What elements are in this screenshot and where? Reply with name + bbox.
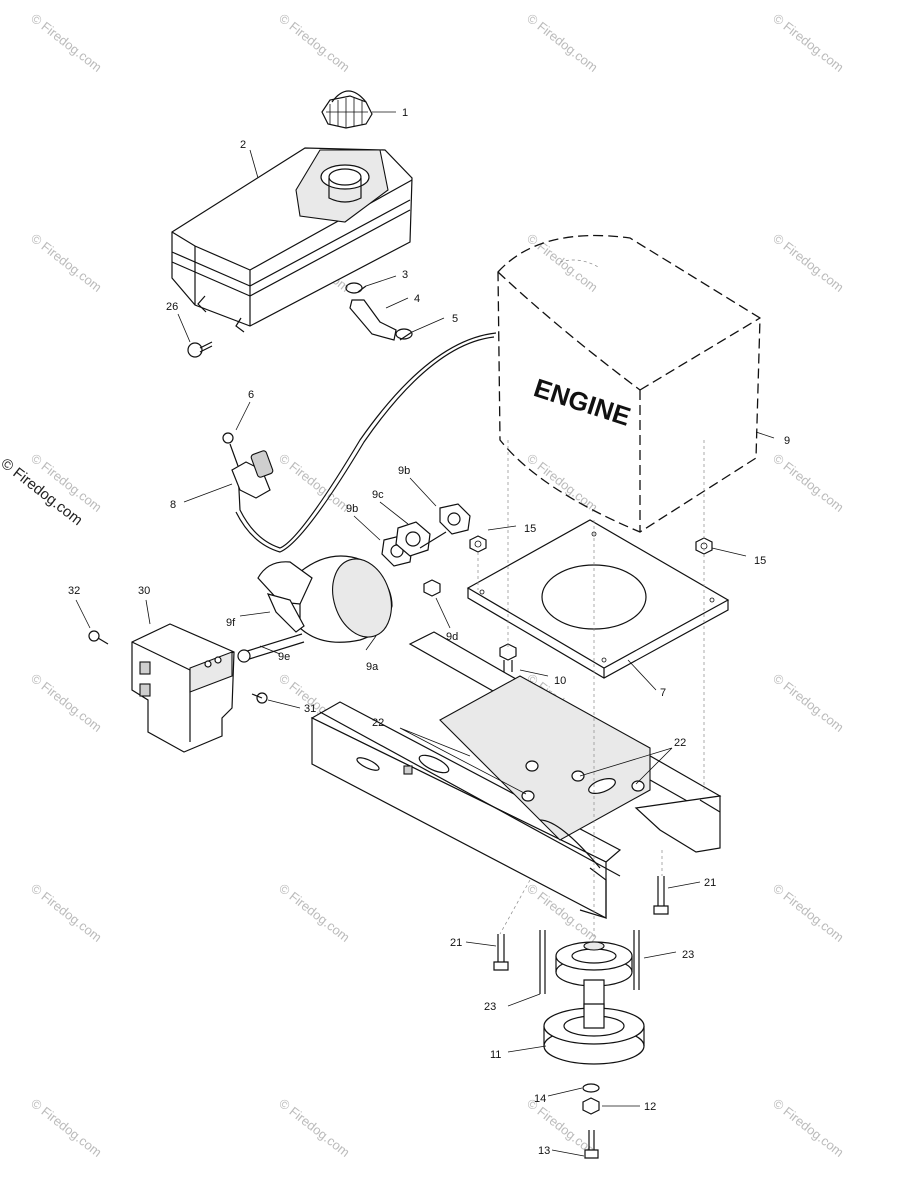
nut-12 <box>582 1097 600 1115</box>
part-label-9f: 9f <box>226 617 236 629</box>
screw-15-right <box>695 537 713 555</box>
part-label-23-left: 23 <box>484 1001 496 1013</box>
part-label-23-right: 23 <box>682 949 694 961</box>
watermark-5-3: © Firedog.com <box>770 1096 847 1160</box>
watermark-0-2: © Firedog.com <box>524 11 601 75</box>
part-label-12: 12 <box>644 1101 656 1113</box>
watermark-5-0: © Firedog.com <box>28 1096 105 1160</box>
part-label-10: 10 <box>554 675 566 687</box>
watermark-0-3: © Firedog.com <box>770 11 847 75</box>
bolt-21-left <box>493 934 509 971</box>
watermark-1-2: © Firedog.com <box>524 231 601 295</box>
bolt-10 <box>499 643 517 672</box>
part-label-21-left: 21 <box>450 937 462 949</box>
leader-lines <box>75 111 775 1157</box>
watermark-4-3: © Firedog.com <box>770 881 847 945</box>
throttle-control <box>222 432 274 499</box>
part-label-31: 31 <box>304 703 316 715</box>
watermark-2-3: © Firedog.com <box>770 451 847 515</box>
watermark-4-0: © Firedog.com <box>28 881 105 945</box>
rod-23-right <box>633 930 640 990</box>
part-label-4: 4 <box>414 293 420 305</box>
part-label-9c: 9c <box>372 489 384 501</box>
engine-block: ENGINE <box>497 234 761 533</box>
bolt-9e <box>237 633 305 663</box>
part-label-7: 7 <box>660 687 666 699</box>
screw-15-left <box>469 535 487 553</box>
part-label-14: 14 <box>534 1093 546 1105</box>
exhaust-gaskets <box>381 503 471 567</box>
part-label-15-left: 15 <box>524 523 536 535</box>
part-label-9a: 9a <box>366 661 379 673</box>
part-label-2: 2 <box>240 139 246 151</box>
part-label-22-left: 22 <box>372 717 384 729</box>
part-label-30: 30 <box>138 585 150 597</box>
watermark-2-2: © Firedog.com <box>524 451 601 515</box>
fuel-hose <box>345 282 413 341</box>
part-label-9: 9 <box>784 435 790 447</box>
watermark-3-0: © Firedog.com <box>28 671 105 735</box>
screw-31 <box>251 692 268 704</box>
screw-32 <box>88 630 109 645</box>
upper-pulley <box>555 941 633 987</box>
watermark-4-1: © Firedog.com <box>276 881 353 945</box>
rod-23-left <box>539 930 546 994</box>
part-label-5: 5 <box>452 313 458 325</box>
muffler <box>257 555 393 643</box>
throttle-cable <box>235 332 497 553</box>
watermark-0-1: © Firedog.com <box>276 11 353 75</box>
watermark-1-0: © Firedog.com <box>28 231 105 295</box>
part-label-21-right: 21 <box>704 877 716 889</box>
part-label-6: 6 <box>248 389 254 401</box>
part-label-3: 3 <box>402 269 408 281</box>
part-label-22-right: 22 <box>674 737 686 749</box>
part-label-9d: 9d <box>446 631 458 643</box>
nut-9d <box>423 579 441 597</box>
watermark-0-0: © Firedog.com <box>28 11 105 75</box>
lower-pulley <box>543 1003 645 1065</box>
watermark-1-3: © Firedog.com <box>770 231 847 295</box>
washer-14 <box>582 1083 600 1093</box>
part-label-13: 13 <box>538 1145 550 1157</box>
part-label-8: 8 <box>170 499 176 511</box>
gas-cap <box>321 90 373 129</box>
part-labels: 1 2 3 4 5 26 6 8 9 9b 9c 9b 15 15 32 30 … <box>68 107 790 1157</box>
tractor-frame <box>310 631 722 919</box>
watermark-2-1: © Firedog.com <box>276 451 353 515</box>
bolt-21-right <box>653 876 669 915</box>
part-label-1: 1 <box>402 107 408 119</box>
part-label-26: 26 <box>166 301 178 313</box>
part-label-9b-left: 9b <box>346 503 358 515</box>
part-label-32: 32 <box>68 585 80 597</box>
part-label-9e: 9e <box>278 651 290 663</box>
part-label-9b-top: 9b <box>398 465 410 477</box>
engine-mounting-plate <box>466 519 730 679</box>
watermark-3-3: © Firedog.com <box>770 671 847 735</box>
part-label-15-right: 15 <box>754 555 766 567</box>
watermark-5-1: © Firedog.com <box>276 1096 353 1160</box>
fuel-tank <box>171 147 413 333</box>
bolt-26 <box>187 341 213 358</box>
bolt-13 <box>584 1130 599 1159</box>
engine-label: ENGINE <box>530 372 634 431</box>
heat-shield <box>131 623 235 753</box>
part-label-11: 11 <box>490 1049 501 1061</box>
alignment-lines <box>477 440 705 940</box>
